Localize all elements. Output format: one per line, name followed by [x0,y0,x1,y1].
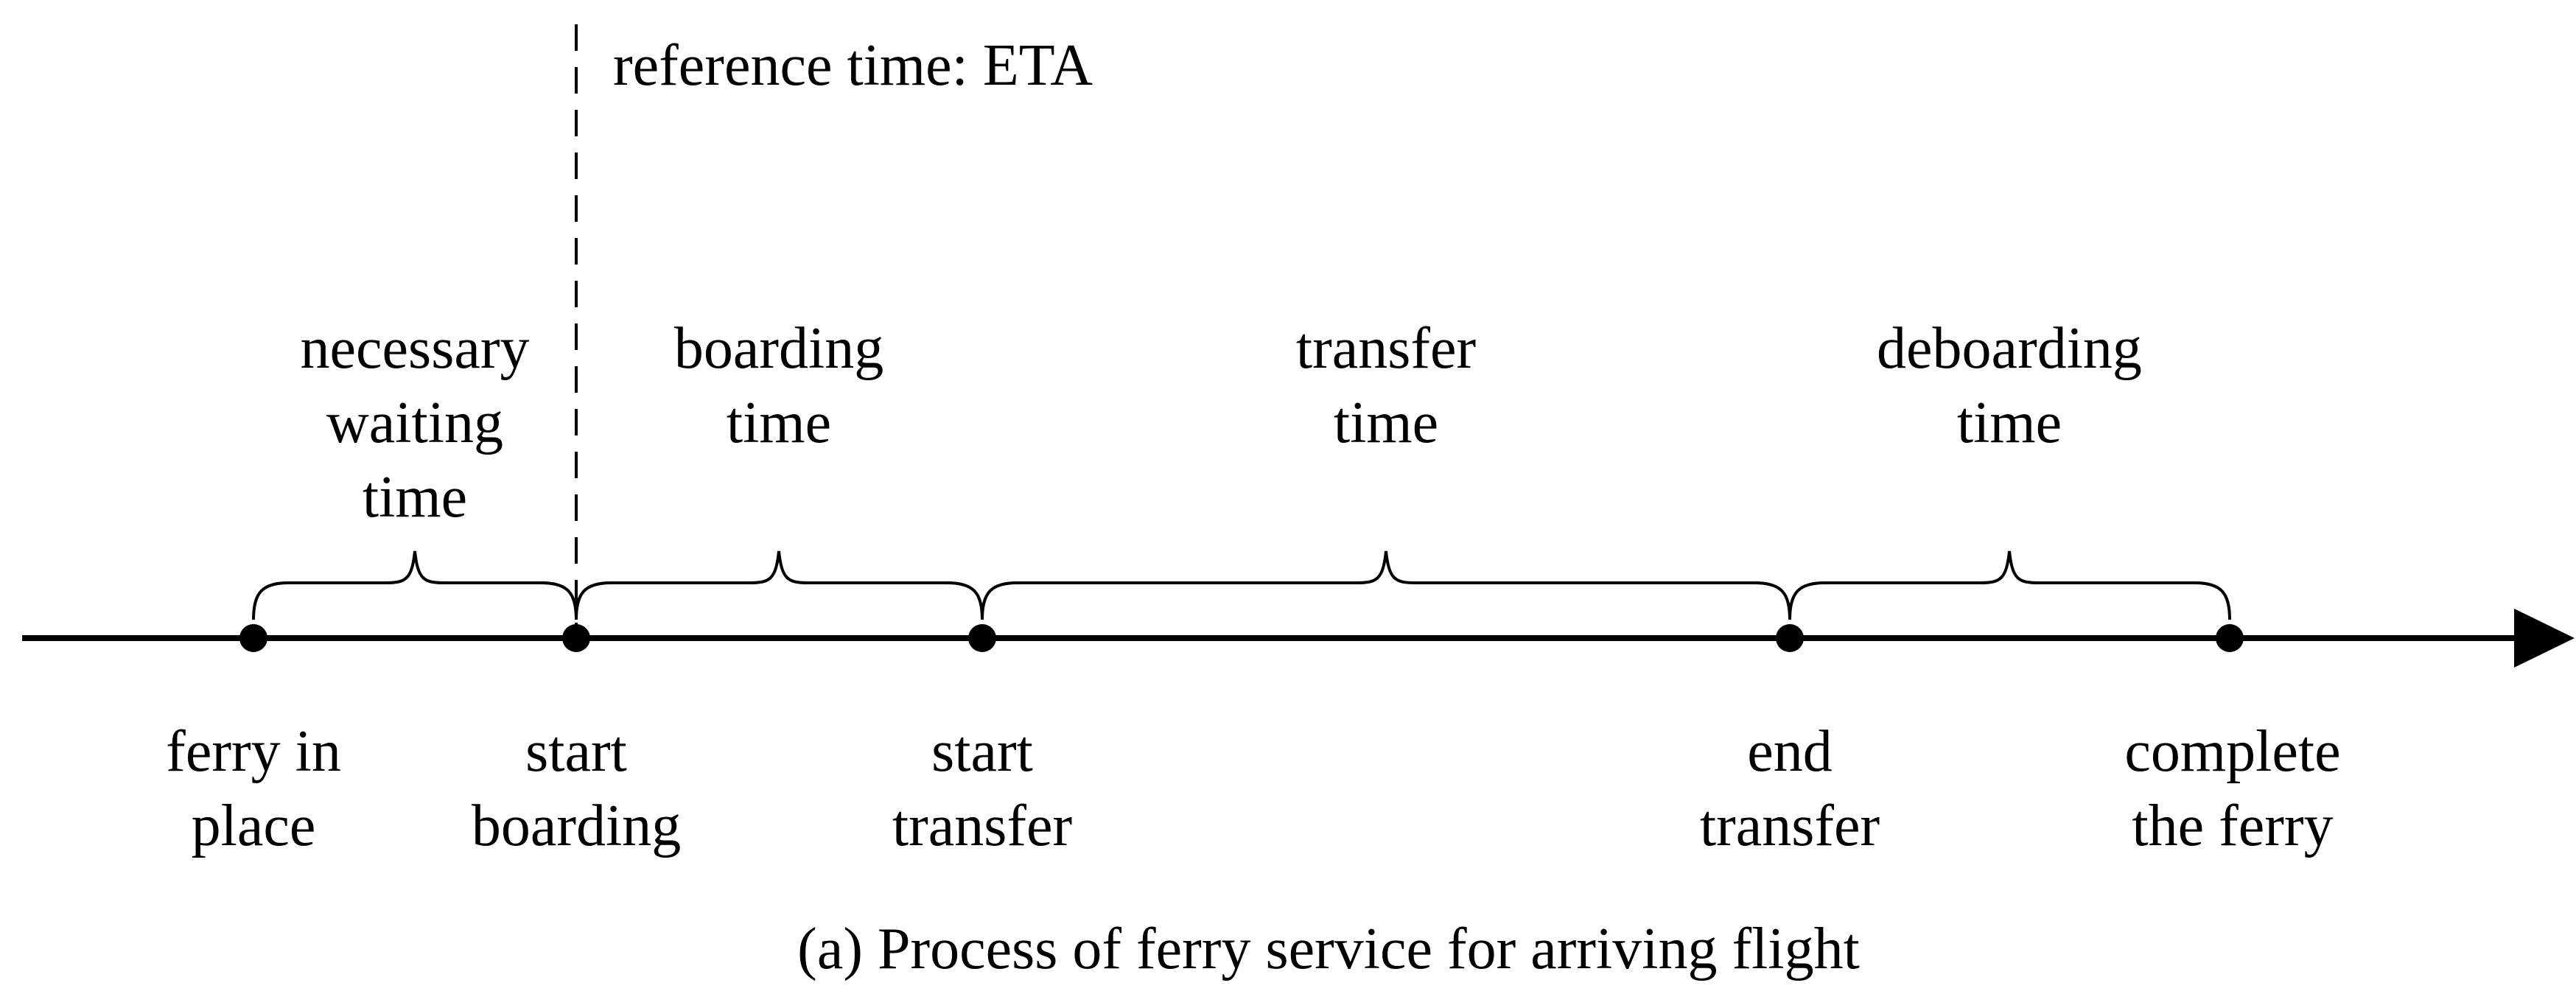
interval-label-line: waiting [326,391,503,455]
event-label-end-transfer: end transfer [1569,715,2011,864]
event-label-ferry-in-place: ferry in place [32,715,475,864]
brace-deboarding-time [1788,550,2231,620]
event-dot-start-boarding [562,624,590,652]
interval-label-line: boarding [673,316,884,381]
event-label-line: boarding [471,794,682,858]
event-label-line: start [931,719,1033,784]
event-label-line: end [1747,719,1833,784]
interval-label-line: time [726,391,832,455]
brace-necessary-waiting-time [252,550,578,620]
interval-label-transfer-time: transfer time [1165,312,1607,461]
interval-label-line: time [1333,391,1439,455]
event-dot-ferry-in-place [239,624,267,652]
reference-time-label: reference time: ETA [613,33,1093,98]
event-label-line: ferry in [166,719,341,784]
event-label-start-boarding: start boarding [355,715,797,864]
figure-caption: (a) Process of ferry service for arrivin… [797,917,1860,981]
event-label-line: transfer [892,794,1073,858]
interval-label-boarding-time: boarding time [558,312,1000,461]
interval-label-line: transfer [1295,316,1477,381]
event-label-complete-the-ferry: complete the ferry [2012,715,2454,864]
event-label-start-transfer: start transfer [761,715,1203,864]
timeline-arrowhead-icon [2514,609,2575,668]
event-dot-start-transfer [968,624,996,652]
event-label-line: transfer [1699,794,1880,858]
brace-boarding-time [575,550,984,620]
interval-label-line: time [362,465,468,530]
event-dot-end-transfer [1776,624,1804,652]
event-label-line: start [525,719,627,784]
interval-label-line: necessary [300,316,530,381]
interval-label-line: deboarding [1877,316,2142,381]
event-label-line: place [191,794,316,858]
interval-label-line: time [1956,391,2062,455]
event-label-line: the ferry [2132,794,2334,858]
brace-transfer-time [981,550,1791,620]
interval-label-necessary-waiting-time: necessary waiting time [194,312,636,535]
interval-label-deboarding-time: deboarding time [1788,312,2230,461]
event-dot-complete-the-ferry [2216,624,2244,652]
event-label-line: complete [2124,719,2341,784]
